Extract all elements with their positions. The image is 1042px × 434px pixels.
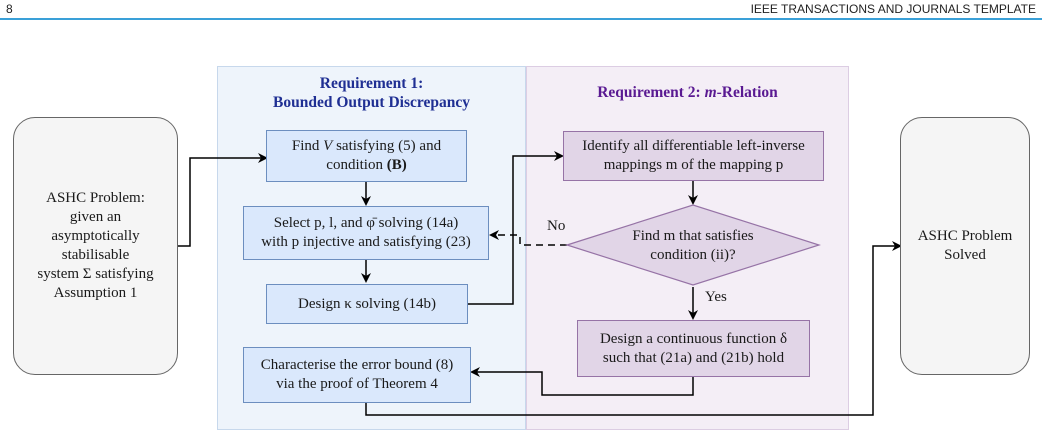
design-kappa-box: Design κ solving (14b) <box>266 284 468 324</box>
ashc-solved-line: ASHC Problem <box>917 228 1013 244</box>
find-v-box: Find V satisfying (5) and condition (B) <box>266 130 467 182</box>
find-v-condition: condition <box>326 157 387 173</box>
decision-text: Find m that satisfies condition (ii)? <box>617 226 769 266</box>
find-v-line2: condition (B) <box>326 156 406 175</box>
journal-title: IEEE TRANSACTIONS AND JOURNALS TEMPLATE <box>750 2 1036 16</box>
yes-label: Yes <box>705 289 727 305</box>
ashc-problem-box: ASHC Problem: given an asymptotically st… <box>13 117 178 375</box>
ashc-problem-line: given an <box>69 209 122 225</box>
find-v-pre: Find <box>291 138 324 154</box>
ashc-problem-line: Assumption 1 <box>53 285 138 301</box>
requirement-2-title: Requirement 2: m-Relation <box>526 83 849 102</box>
identify-line1: Identify all differentiable left-inverse <box>582 138 805 154</box>
find-v-line1: Find V satisfying (5) and <box>292 137 441 156</box>
requirement-2-title-suffix: -Relation <box>716 84 778 101</box>
characterise-line1: Characterise the error bound (8) <box>260 357 454 373</box>
select-parameters-box: Select p, l, and φ̄ solving (14a) with p… <box>243 206 489 260</box>
ashc-solved-box: ASHC Problem Solved <box>900 117 1030 375</box>
find-v-post: satisfying (5) and <box>332 138 442 154</box>
design-delta-line1: Design a continuous function δ <box>599 330 788 347</box>
design-delta-line2: such that (21a) and (21b) hold <box>602 349 785 366</box>
ashc-problem-line: ASHC Problem: <box>46 190 145 206</box>
header-rule <box>0 18 1042 20</box>
characterise-error-box: Characterise the error bound (8) via the… <box>243 347 471 403</box>
requirement-1-title-line1: Requirement 1: <box>319 75 424 92</box>
ashc-problem-line: asymptotically <box>51 228 140 244</box>
requirement-2-title-prefix: Requirement 2: <box>597 84 705 101</box>
identify-mappings-box: Identify all differentiable left-inverse… <box>563 131 824 181</box>
identify-line2: mappings m of the mapping p <box>603 157 784 173</box>
no-label: No <box>547 218 566 234</box>
characterise-line2: via the proof of Theorem 4 <box>276 376 438 392</box>
decision-line2: condition (ii)? <box>650 247 736 263</box>
find-v-condition-b: (B) <box>386 157 407 173</box>
ashc-problem-line: stabilisable <box>61 247 130 263</box>
requirement-2-title-var: m <box>704 84 717 101</box>
select-parameters-line2: with p injective and satisfying (23) <box>261 234 471 250</box>
ashc-solved-line: Solved <box>944 247 986 263</box>
find-v-var: V <box>323 138 333 154</box>
requirement-1-title-line2: Bounded Output Discrepancy <box>273 94 470 111</box>
requirement-1-title: Requirement 1: Bounded Output Discrepanc… <box>217 74 526 112</box>
page-number: 8 <box>6 2 13 16</box>
select-parameters-line1: Select p, l, and φ̄ solving (14a) <box>273 215 459 231</box>
design-delta-box: Design a continuous function δ such that… <box>577 320 810 377</box>
design-kappa-text: Design κ solving (14b) <box>298 295 436 312</box>
ashc-problem-line: system Σ satisfying <box>37 266 154 282</box>
decision-line1: Find m that satisfies <box>632 228 754 244</box>
